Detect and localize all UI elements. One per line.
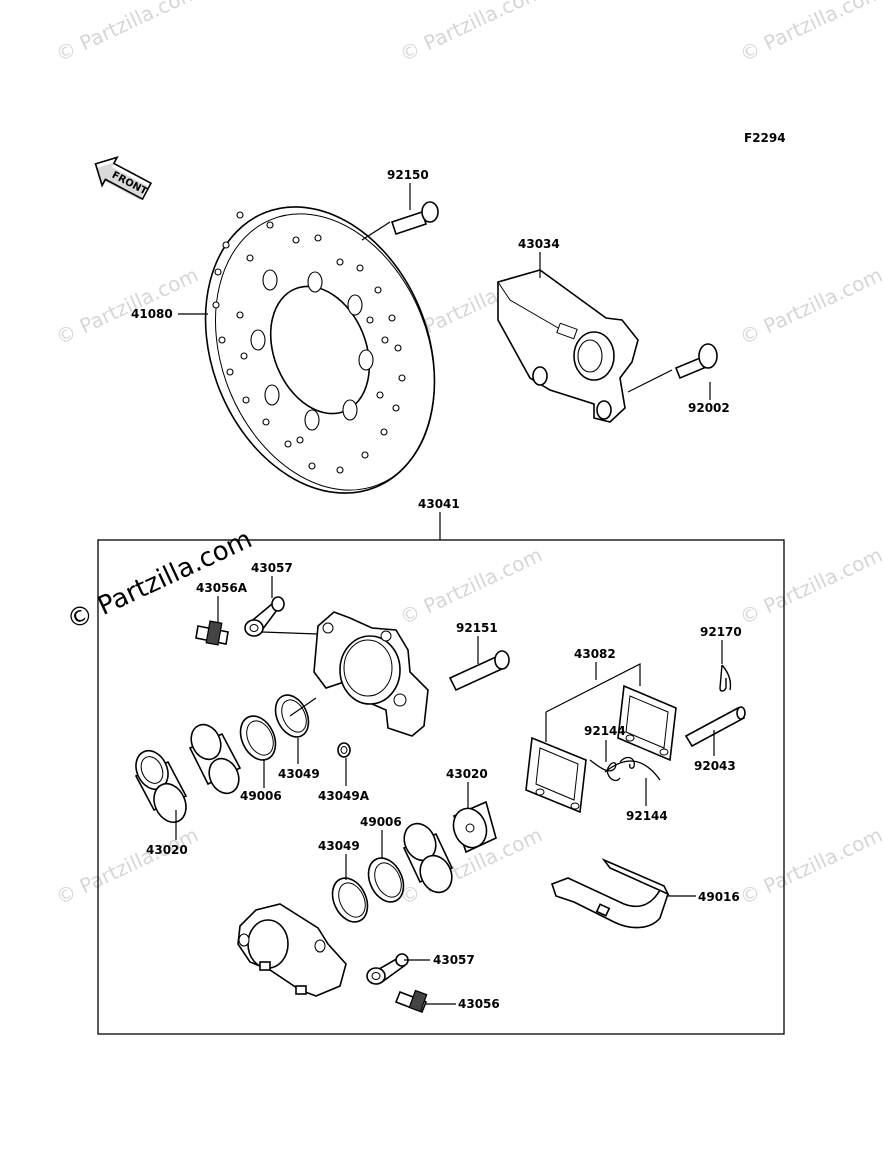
watermark: © Partzilla.com bbox=[52, 263, 202, 350]
part-label-43020-left: 43020 bbox=[146, 843, 188, 857]
seal-49006-bottom bbox=[367, 857, 405, 903]
bleeder-valve-top bbox=[195, 620, 229, 646]
part-label-92170: 92170 bbox=[700, 625, 742, 639]
bleeder-cap-top bbox=[244, 596, 285, 637]
bracket-bolt bbox=[674, 343, 718, 380]
caliper-bracket bbox=[497, 269, 639, 423]
watermark: © Partzilla.com bbox=[736, 263, 886, 350]
part-label-43082: 43082 bbox=[574, 647, 616, 661]
seal-43049A bbox=[337, 742, 351, 758]
leader-lines bbox=[175, 183, 723, 1005]
pad-pin bbox=[684, 706, 746, 748]
watermark: © Partzilla.com bbox=[736, 543, 886, 630]
part-label-41080: 41080 bbox=[131, 307, 173, 321]
part-label-43041: 43041 bbox=[418, 497, 460, 511]
piston-lower bbox=[402, 822, 454, 894]
part-label-43049-top: 43049 bbox=[278, 767, 320, 781]
piston-43020-left bbox=[134, 749, 188, 824]
seal-43049-bottom bbox=[331, 877, 369, 923]
bleeder-cap-bottom bbox=[366, 953, 409, 985]
piston-upper bbox=[188, 723, 242, 795]
part-label-92043: 92043 bbox=[694, 759, 736, 773]
watermark: © Partzilla.com bbox=[396, 543, 546, 630]
watermark: © Partzilla.com bbox=[736, 0, 886, 67]
part-label-49006-top: 49006 bbox=[240, 789, 282, 803]
disc-holes bbox=[212, 211, 406, 474]
pad-springs bbox=[589, 756, 661, 782]
part-label-92151: 92151 bbox=[456, 621, 498, 635]
part-label-43057-bottom: 43057 bbox=[433, 953, 475, 967]
part-label-92002: 92002 bbox=[688, 401, 730, 415]
bleeder-valve-bottom bbox=[394, 989, 428, 1014]
part-label-43049A: 43049A bbox=[318, 789, 370, 803]
brake-disc bbox=[204, 206, 436, 494]
part-label-92144-left: 92144 bbox=[584, 724, 626, 738]
front-arrow-icon: FRONT bbox=[94, 155, 153, 201]
watermark: © Partzilla.com bbox=[52, 0, 202, 67]
disc-bolt bbox=[390, 201, 439, 236]
retaining-clip bbox=[719, 664, 732, 692]
watermark: © Partzilla.com bbox=[52, 823, 202, 910]
part-label-43056: 43056 bbox=[458, 997, 500, 1011]
caliper-body-top bbox=[313, 611, 429, 737]
piston-43020-right bbox=[452, 800, 497, 854]
seal-43049-top bbox=[274, 694, 310, 738]
part-label-49016: 49016 bbox=[698, 890, 740, 904]
part-label-43020-right: 43020 bbox=[446, 767, 488, 781]
pad-shim bbox=[550, 858, 670, 929]
part-label-92144-right: 92144 bbox=[626, 809, 668, 823]
caliper-body-bottom bbox=[237, 903, 347, 997]
caliper-assembly-box bbox=[97, 539, 785, 1035]
part-label-92150: 92150 bbox=[387, 168, 429, 182]
watermark: © Partzilla.com bbox=[396, 0, 546, 67]
brake-pad-set bbox=[525, 684, 677, 814]
part-label-43056A: 43056A bbox=[196, 581, 248, 595]
part-label-43034: 43034 bbox=[518, 237, 560, 251]
pin-bolt bbox=[448, 650, 510, 692]
watermark: © Partzilla.com bbox=[736, 823, 886, 910]
part-label-49006-bottom: 49006 bbox=[360, 815, 402, 829]
seal-49006-top bbox=[239, 715, 277, 761]
part-labels: 92150 41080 43034 92002 43041 43057 4305… bbox=[131, 168, 742, 1011]
diagram-code: F2294 bbox=[744, 131, 786, 145]
part-label-43057-top: 43057 bbox=[251, 561, 293, 575]
part-label-43049-bottom: 43049 bbox=[318, 839, 360, 853]
